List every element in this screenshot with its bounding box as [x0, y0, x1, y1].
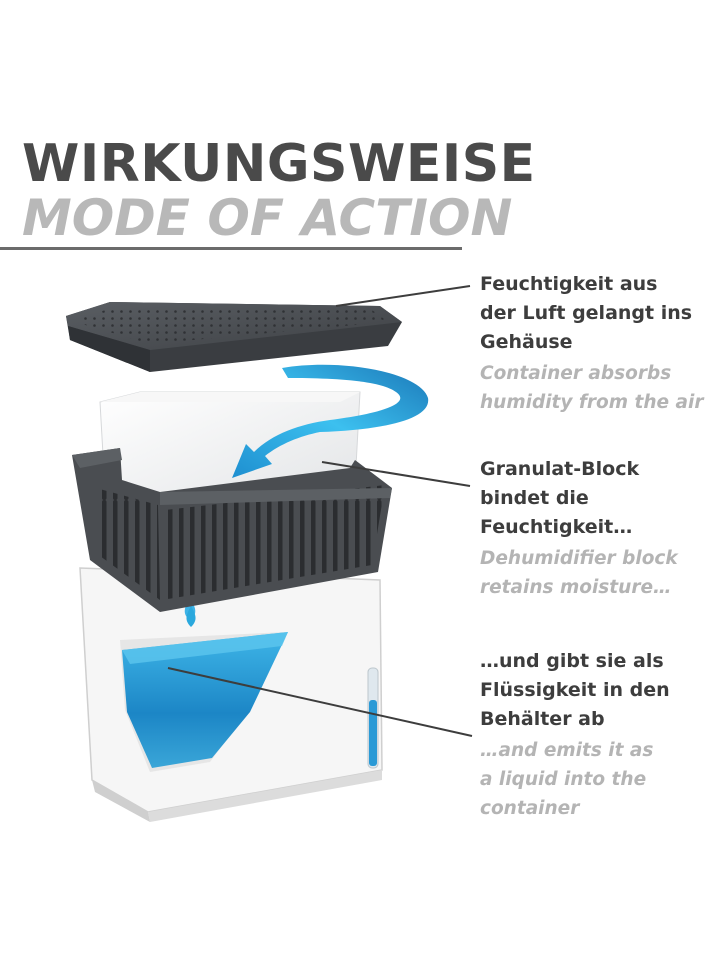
- annotation-1-english-line-2: humidity from the air: [480, 392, 704, 413]
- leader-line-water: [167, 667, 473, 737]
- annotation-3-english-line-2: a liquid into the: [480, 769, 647, 790]
- annotation-2-english-line-2: retains moisture…: [480, 577, 672, 598]
- collected-water: [122, 632, 288, 768]
- leader-lines: [167, 285, 473, 737]
- annotation-1-german-line-1: Feuchtigkeit aus: [480, 273, 658, 295]
- airflow-arrow: [232, 364, 429, 478]
- annotation-1-german-line-2: der Luft gelangt ins: [480, 302, 693, 324]
- leader-line-lid: [335, 285, 471, 307]
- annotation-container: …und gibt sie als Flüssigkeit in den Beh…: [480, 647, 715, 823]
- annotation-air-intake: Feuchtigkeit aus der Luft gelangt ins Ge…: [480, 270, 715, 417]
- annotation-3-german-line-2: Flüssigkeit in den: [480, 679, 670, 701]
- annotation-1-german-line-3: Gehäuse: [480, 331, 573, 353]
- title-underline: [0, 247, 462, 250]
- annotation-2-german-line-2: bindet die: [480, 487, 589, 509]
- annotation-3-english-line-1: …and emits it as: [480, 740, 654, 761]
- annotation-2-german-line-3: Feuchtigkeit…: [480, 516, 633, 538]
- annotation-2-german-line-1: Granulat-Block: [480, 458, 640, 480]
- annotation-2-english-line-1: Dehumidifier block: [480, 548, 678, 569]
- annotation-block: Granulat-Block bindet die Feuchtigkeit… …: [480, 455, 715, 602]
- annotation-3-german-line-3: Behälter ab: [480, 708, 605, 730]
- annotation-3-english-line-3: container: [480, 798, 580, 819]
- granulate-basket: [72, 448, 392, 612]
- perforated-lid: [66, 302, 402, 372]
- page-title-german: WIRKUNGSWEISE: [22, 134, 536, 194]
- leader-line-block: [321, 461, 471, 487]
- annotation-1-english-line-1: Container absorbs: [480, 363, 672, 384]
- page-title-english: MODE OF ACTION: [22, 189, 513, 247]
- collection-container: [79, 567, 383, 822]
- annotation-3-german-line-1: …und gibt sie als: [480, 650, 664, 672]
